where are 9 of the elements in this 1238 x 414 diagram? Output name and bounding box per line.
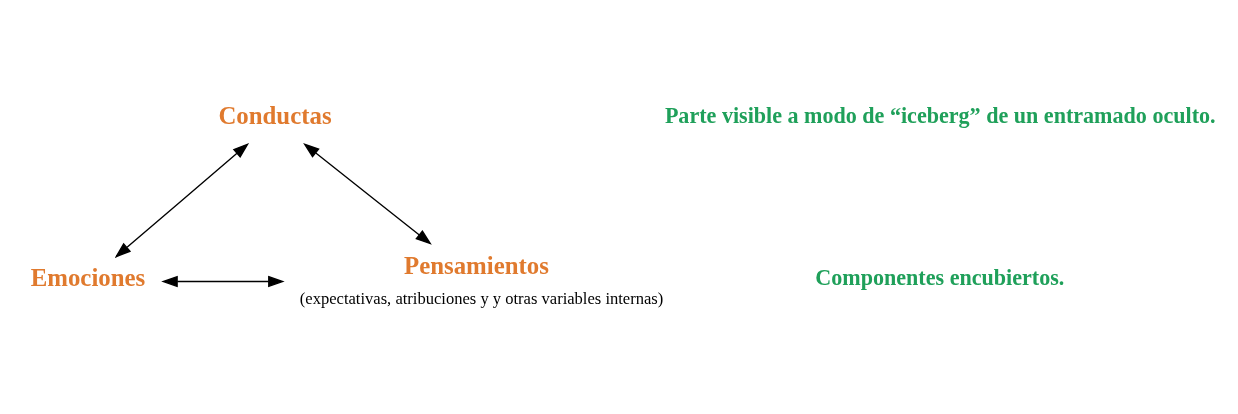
node-text: Emociones [30,264,146,292]
label: Componentes encubiertos. [815,265,1065,291]
node-text: Pensamientos [404,251,549,279]
node-text: Conductas [218,102,332,130]
node-label: (expectativas, atribuciones y y otras variables internas) [299,289,664,309]
arrow [114,142,250,258]
arrow [303,142,432,245]
arrow [161,275,285,288]
label: Parte visible a modo de “iceberg” de un entramado oculto. [664,103,1216,129]
